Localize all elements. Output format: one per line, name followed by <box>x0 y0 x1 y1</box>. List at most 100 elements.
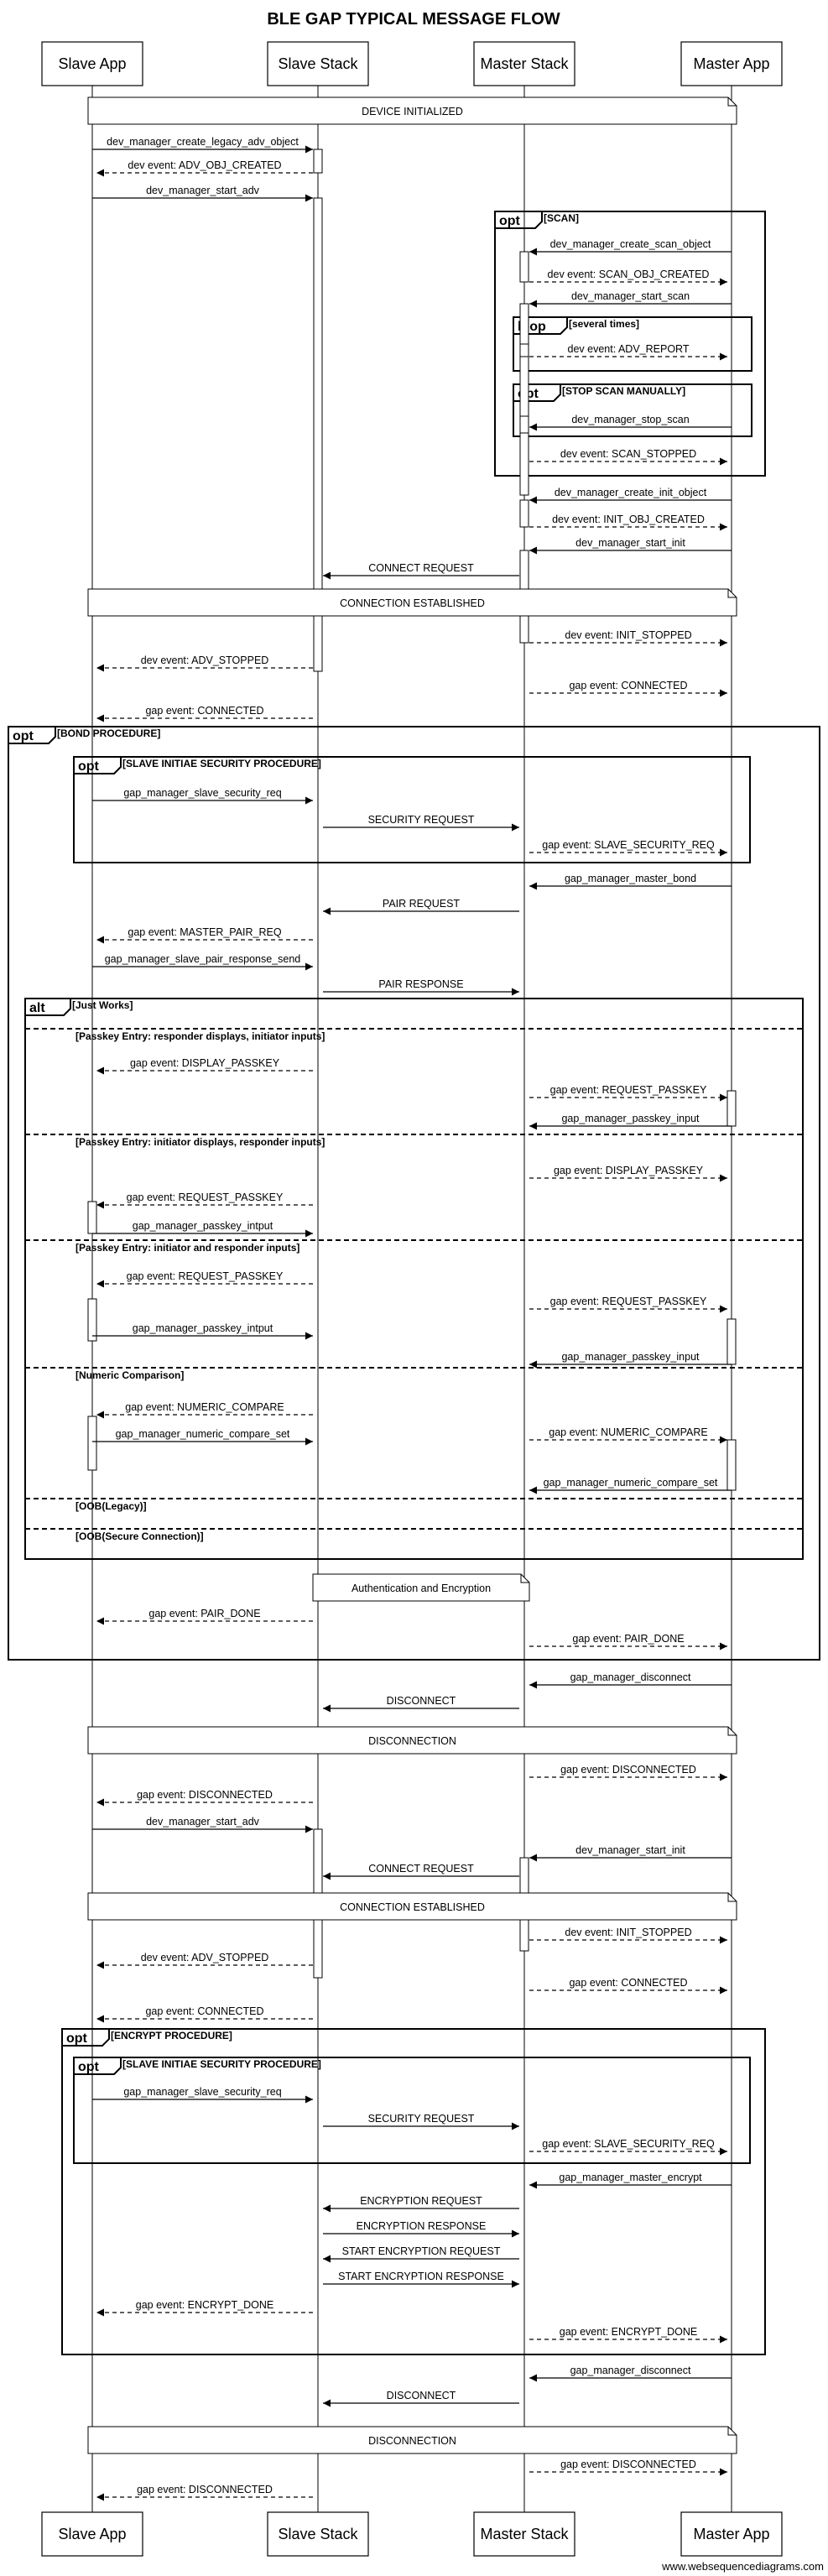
message-label: gap_manager_slave_security_req <box>123 787 281 799</box>
participant-box-master-app-bottom <box>680 2511 783 2557</box>
participant-box-master-app-top <box>680 41 783 86</box>
message-label: gap_manager_master_bond <box>565 873 696 884</box>
message-label: gap event: DISPLAY_PASSKEY <box>130 1057 280 1069</box>
message-label: dev event: SCAN_OBJ_CREATED <box>548 269 710 280</box>
frame-tab <box>74 2057 122 2075</box>
message-label: dev_manager_create_legacy_adv_object <box>107 136 299 148</box>
frame-keyword: opt <box>66 2031 88 2046</box>
message-label: gap_manager_numeric_compare_set <box>116 1428 290 1440</box>
frame-condition: [STOP SCAN MANUALLY] <box>562 385 685 397</box>
message-label: PAIR REQUEST <box>383 898 461 910</box>
message-label: gap event: ENCRYPT_DONE <box>560 2326 697 2338</box>
message-label: gap event: NUMERIC_COMPARE <box>125 1401 284 1413</box>
participant-label-slave-app-bottom: Slave App <box>58 2526 126 2542</box>
message-label: gap_manager_numeric_compare_set <box>544 1477 718 1489</box>
message-label: gap_manager_disconnect <box>570 1671 691 1683</box>
note-fold <box>727 589 737 598</box>
message-label: gap_manager_slave_pair_response_send <box>105 953 301 965</box>
participant-label-slave-stack-top: Slave Stack <box>278 55 358 72</box>
message-label: dev event: INIT_STOPPED <box>565 629 691 641</box>
message-label: gap event: CONNECTED <box>145 2005 263 2017</box>
message-label: gap event: PAIR_DONE <box>148 1608 260 1619</box>
message-label: dev event: ADV_STOPPED <box>141 1952 269 1963</box>
message-label: DISCONNECT <box>387 1695 456 1707</box>
note-label: DEVICE INITIALIZED <box>362 106 463 117</box>
participant-label-master-stack-bottom: Master Stack <box>480 2526 569 2542</box>
message-label: gap event: REQUEST_PASSKEY <box>127 1192 284 1203</box>
activation-bar <box>313 149 323 174</box>
message-label: gap event: ENCRYPT_DONE <box>136 2299 273 2311</box>
frame-alt <box>24 998 804 1560</box>
frame-keyword: opt <box>78 2060 100 2074</box>
message-label: gap event: CONNECTED <box>145 705 263 717</box>
frame-condition: [SLAVE INITIAE SECURITY PROCEDURE] <box>122 2058 321 2070</box>
frame-tab <box>25 999 71 1016</box>
activation-bar <box>87 1201 97 1234</box>
activation-bar <box>519 251 529 283</box>
frame-tab <box>495 211 543 229</box>
frame-condition: [SLAVE INITIAE SECURITY PROCEDURE] <box>122 758 321 769</box>
participant-box-slave-stack-top <box>267 41 369 86</box>
activation-bar <box>519 303 529 496</box>
frame-keyword: opt <box>78 759 100 774</box>
message-label: gap_manager_disconnect <box>570 2365 691 2376</box>
frame-keyword: opt <box>499 214 521 228</box>
note-label: DISCONNECTION <box>368 1735 456 1747</box>
frame-opt <box>8 726 820 1661</box>
message-label: CONNECT REQUEST <box>368 1863 474 1875</box>
participant-label-master-app-top: Master App <box>693 55 769 72</box>
message-label: dev event: ADV_OBJ_CREATED <box>128 159 281 171</box>
message-label: dev_manager_start_adv <box>146 185 260 196</box>
message-label: START ENCRYPTION REQUEST <box>342 2245 501 2257</box>
message-label: gap_manager_passkey_intput <box>133 1322 273 1334</box>
frame-tab <box>62 2029 110 2047</box>
activation-bar <box>519 499 529 528</box>
message-label: dev event: SCAN_STOPPED <box>560 448 696 460</box>
activation-bar <box>519 343 529 357</box>
message-label: gap event: REQUEST_PASSKEY <box>127 1270 284 1282</box>
alt-section-condition: [Passkey Entry: initiator and responder … <box>76 1242 299 1254</box>
note-fold <box>727 2427 737 2436</box>
message-label: gap event: REQUEST_PASSKEY <box>550 1296 707 1307</box>
note-label: DISCONNECTION <box>368 2435 456 2447</box>
message-label: dev event: ADV_STOPPED <box>141 654 269 666</box>
note-box <box>87 96 737 125</box>
message-label: START ENCRYPTION RESPONSE <box>338 2271 504 2282</box>
alt-section-condition: [OOB(Legacy)] <box>76 1500 147 1512</box>
message-label: gap_manager_slave_security_req <box>123 2086 281 2098</box>
note-label: Authentication and Encryption <box>352 1583 491 1594</box>
message-label: gap event: PAIR_DONE <box>572 1633 684 1645</box>
participant-box-slave-app-bottom <box>41 2511 143 2557</box>
frame-keyword: alt <box>29 1001 45 1015</box>
message-label: dev_manager_stop_scan <box>571 414 689 425</box>
alt-section-condition: [Numeric Comparison] <box>76 1369 184 1381</box>
activation-bar <box>726 1090 737 1127</box>
activation-bar <box>87 1298 97 1342</box>
message-label: dev_manager_start_init <box>575 1844 685 1856</box>
note-label: CONNECTION ESTABLISHED <box>340 1901 485 1913</box>
note-box <box>87 1726 737 1755</box>
message-label: gap event: CONNECTED <box>569 1977 687 1989</box>
message-label: PAIR RESPONSE <box>378 978 463 990</box>
participant-label-master-stack-top: Master Stack <box>480 55 569 72</box>
message-label: gap event: DISCONNECTED <box>560 2459 696 2470</box>
note-fold <box>727 1727 737 1736</box>
participant-label-master-app-bottom: Master App <box>693 2526 769 2542</box>
frame-opt <box>513 383 752 437</box>
message-label: dev event: ADV_REPORT <box>568 343 690 355</box>
message-label: DISCONNECT <box>387 2390 456 2401</box>
participant-box-master-stack-top <box>473 41 575 86</box>
participant-box-slave-app-top <box>41 41 143 86</box>
participant-label-slave-app-top: Slave App <box>58 55 126 72</box>
watermark: www.websequencediagrams.com <box>661 2560 824 2573</box>
message-label: SECURITY REQUEST <box>368 814 475 826</box>
frame-condition: [SCAN] <box>544 212 579 224</box>
message-label: gap event: DISPLAY_PASSKEY <box>554 1165 704 1176</box>
note-label: CONNECTION ESTABLISHED <box>340 597 485 609</box>
message-label: gap event: MASTER_PAIR_REQ <box>128 926 281 938</box>
frame-tab <box>513 317 568 335</box>
frame-opt <box>61 2028 766 2355</box>
message-label: gap event: NUMERIC_COMPARE <box>549 1426 707 1438</box>
frame-loop <box>513 316 752 372</box>
